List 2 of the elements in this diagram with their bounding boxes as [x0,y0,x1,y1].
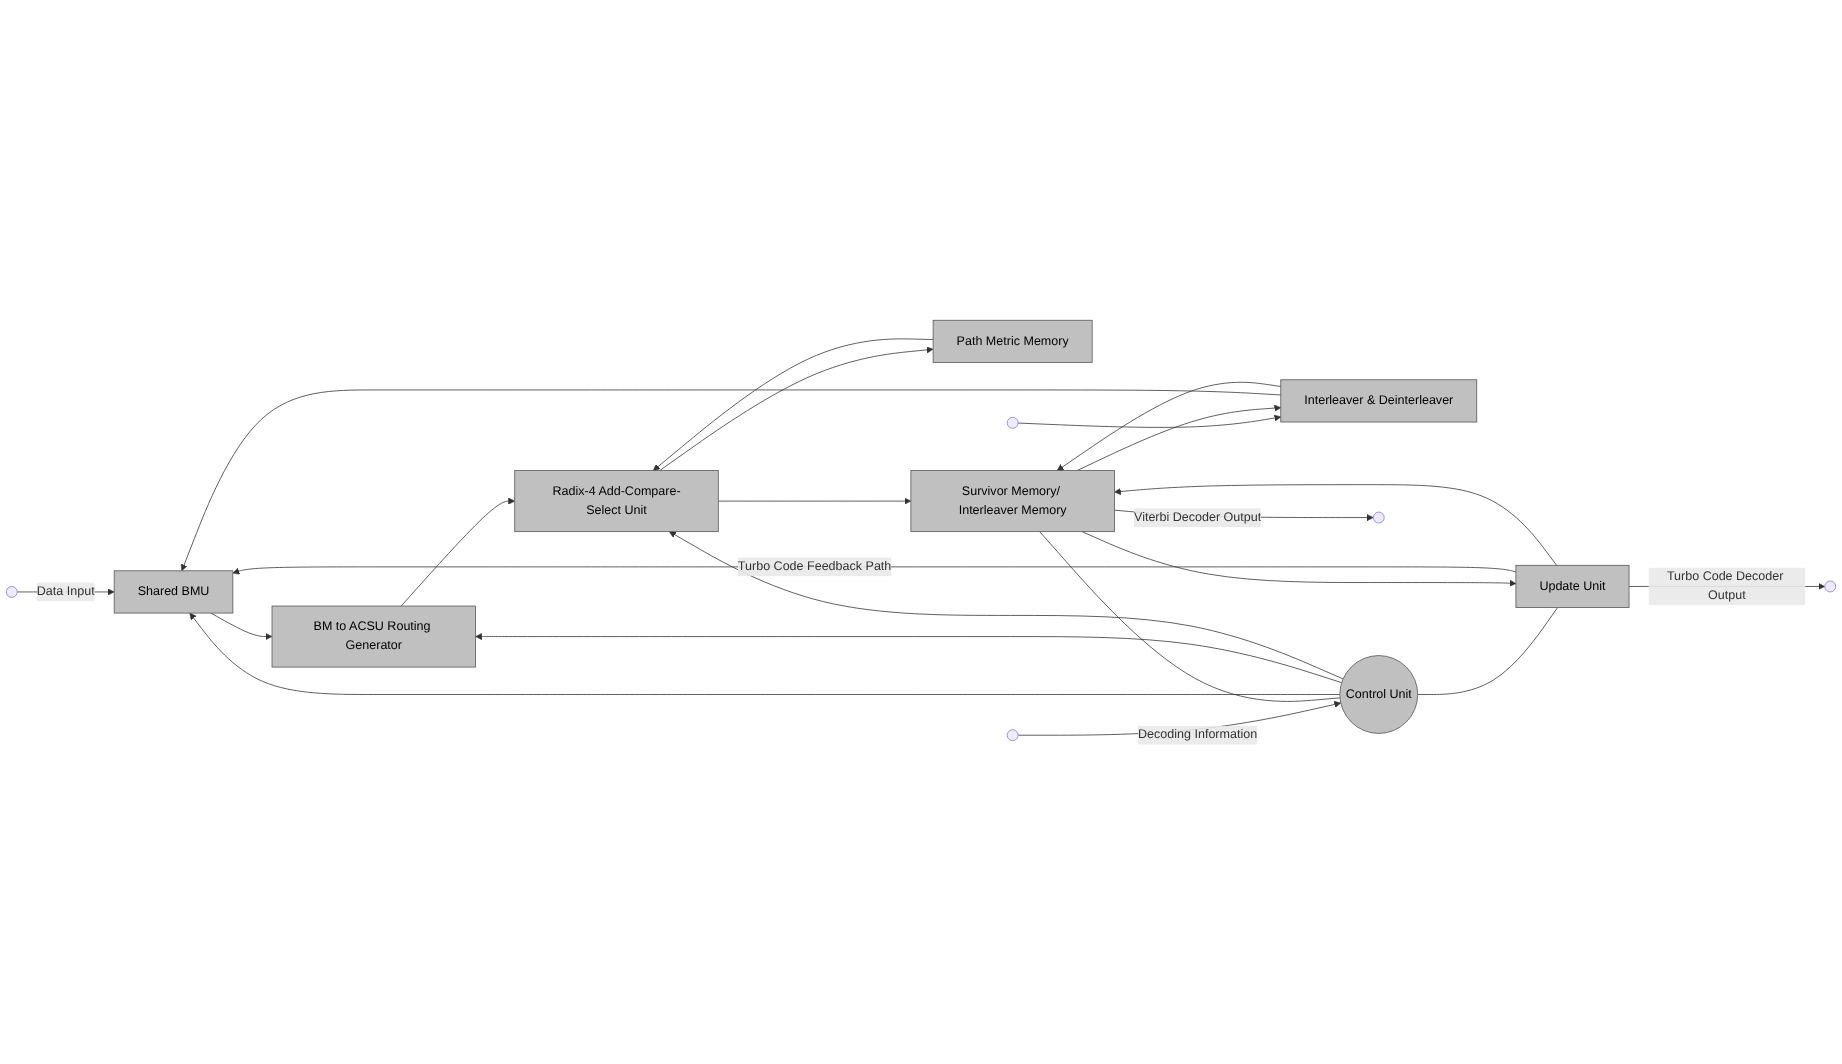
connector [1039,530,1341,702]
connector [1417,606,1558,695]
